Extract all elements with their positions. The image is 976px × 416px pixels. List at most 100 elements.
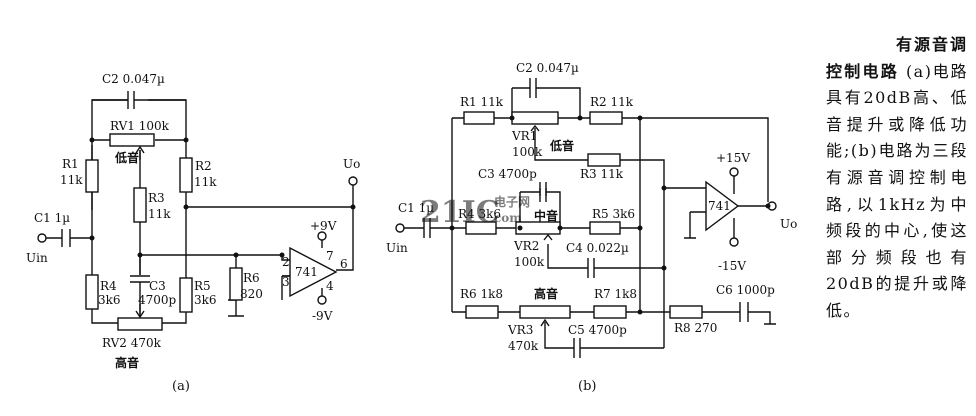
b-r1-resistor — [463, 111, 495, 125]
a-r3-resistor — [133, 187, 147, 223]
b-r3-label: R3 11k — [580, 167, 624, 181]
b-treble-label: 高音 — [534, 286, 558, 301]
a-c2-capacitor — [127, 91, 135, 109]
b-uo-label: Uo — [780, 217, 797, 231]
a-rv1-wiper — [135, 145, 145, 160]
a-r3-value: 11k — [148, 207, 171, 221]
a-pin-6: 6 — [340, 257, 348, 271]
b-opamp-741 — [705, 180, 740, 232]
b-c5-label: C5 4700p — [568, 323, 627, 337]
b-vr1-potentiometer — [511, 111, 559, 125]
a-r5-resistor — [179, 277, 193, 313]
a-r6-resistor — [229, 267, 243, 301]
b-c3-capacitor — [539, 182, 547, 202]
description-text: 有源音调 控制电路 (a)电路具有20dB高、低音提升或降低功能;(b)电路为三… — [826, 32, 968, 325]
b-input-terminal — [395, 223, 405, 233]
figure-a-circuit: C2 0.047µ RV1 100k 低音 R1 11k R2 11k R3 1… — [26, 72, 360, 394]
a-r1-resistor — [85, 159, 99, 193]
b-vplus-label: +15V — [716, 151, 750, 165]
description-title-2: 控制电路 — [826, 61, 900, 81]
a-r4-name: R4 — [100, 279, 117, 293]
a-r6-value: 820 — [240, 287, 263, 301]
a-rv2-potentiometer — [117, 317, 163, 331]
a-vminus-terminal — [317, 295, 327, 305]
a-c3-value: 4700p — [138, 293, 177, 307]
b-vminus-terminal — [729, 237, 739, 247]
b-vr1-value: 100k — [512, 145, 543, 159]
b-c4-capacitor — [587, 258, 595, 278]
b-r6-resistor — [465, 305, 499, 319]
b-r8-resistor — [669, 305, 703, 319]
a-r1-value: 11k — [60, 173, 83, 187]
a-vplus-terminal — [317, 231, 327, 241]
b-c6-capacitor — [739, 302, 749, 322]
b-r6-label: R6 1k8 — [460, 287, 503, 301]
a-c3-capacitor — [130, 275, 150, 283]
a-r2-value: 11k — [194, 175, 217, 189]
b-vr3-wiper — [540, 318, 550, 327]
a-vplus-label: +9V — [310, 219, 337, 233]
b-c3-label: C3 4700p — [478, 167, 537, 181]
b-r3-resistor — [587, 153, 621, 167]
a-rv1-label: RV1 100k — [110, 119, 170, 133]
b-vr3-name: VR3 — [507, 323, 533, 337]
watermark: 21IC 电子网 com — [420, 194, 530, 230]
a-caption: (a) — [172, 379, 190, 394]
b-bass-label: 低音 — [549, 138, 574, 153]
b-r7-resistor — [593, 305, 627, 319]
circuit-schematic: 21IC 电子网 com — [26, 61, 797, 394]
b-vr1-name: VR1 — [511, 129, 537, 143]
a-uin-label: Uin — [26, 251, 48, 265]
a-pin-7: 7 — [326, 249, 334, 263]
figure-b-circuit: C2 0.047µ R1 11k R2 11k VR1 100k 低音 C3 4… — [386, 61, 797, 394]
b-r2-resistor — [589, 111, 623, 125]
b-r2-label: R2 11k — [590, 95, 634, 109]
a-r3-name: R3 — [148, 191, 165, 205]
b-vr2-wiper — [543, 233, 553, 241]
b-uin-label: Uin — [386, 241, 408, 255]
b-c2-capacitor — [529, 78, 537, 98]
b-r5-label: R5 3k6 — [592, 207, 635, 221]
a-uo-label: Uo — [343, 157, 360, 171]
b-c6-label: C6 1000p — [716, 283, 775, 297]
a-opamp-label: 741 — [295, 265, 318, 279]
a-c3-name: C3 — [149, 279, 166, 293]
a-r4-resistor — [85, 274, 99, 310]
a-c1-label: C1 1µ — [34, 211, 70, 225]
b-caption: (b) — [578, 379, 596, 394]
a-r5-name: R5 — [194, 279, 211, 293]
a-c1-capacitor — [61, 229, 71, 247]
b-vr2-name: VR2 — [513, 239, 539, 253]
b-c1-capacitor — [423, 218, 431, 238]
watermark-url: com — [494, 211, 522, 225]
b-c2-label: C2 0.047µ — [516, 61, 579, 75]
a-pin-4: 4 — [326, 279, 334, 293]
b-r7-label: R7 1k8 — [594, 287, 637, 301]
a-rv2-label: RV2 470k — [102, 336, 162, 350]
description-title-1: 有源音调 — [895, 35, 968, 54]
b-c5-capacitor — [573, 338, 581, 358]
b-r4-resistor — [465, 221, 497, 235]
b-vr3-potentiometer — [519, 305, 571, 319]
b-r5-resistor — [589, 221, 621, 235]
a-r1-name: R1 — [62, 157, 79, 171]
b-vr3-value: 470k — [508, 339, 539, 353]
a-r2-name: R2 — [195, 159, 212, 173]
b-mid-label: 中音 — [534, 208, 558, 223]
a-rv1-potentiometer — [109, 133, 155, 147]
a-r5-value: 3k6 — [194, 293, 217, 307]
b-r8-label: R8 270 — [674, 321, 717, 335]
b-vminus-label: -15V — [718, 259, 746, 273]
b-vplus-terminal — [729, 167, 739, 177]
a-bass-label: 低音 — [114, 150, 139, 165]
a-treble-label: 高音 — [115, 355, 139, 370]
b-r1-label: R1 11k — [460, 95, 504, 109]
description-body: (a)电路具有20dB高、低音提升或降低功能;(b)电路为三段有源音调控制电路,… — [826, 61, 968, 320]
a-r2-resistor — [179, 157, 193, 193]
b-vr1-wiper — [530, 124, 540, 132]
a-opamp-741 — [289, 246, 338, 298]
a-r6-name: R6 — [243, 271, 260, 285]
a-rv2-wiper — [135, 304, 145, 319]
a-input-terminal — [37, 233, 47, 243]
b-vr2-potentiometer — [515, 221, 561, 235]
